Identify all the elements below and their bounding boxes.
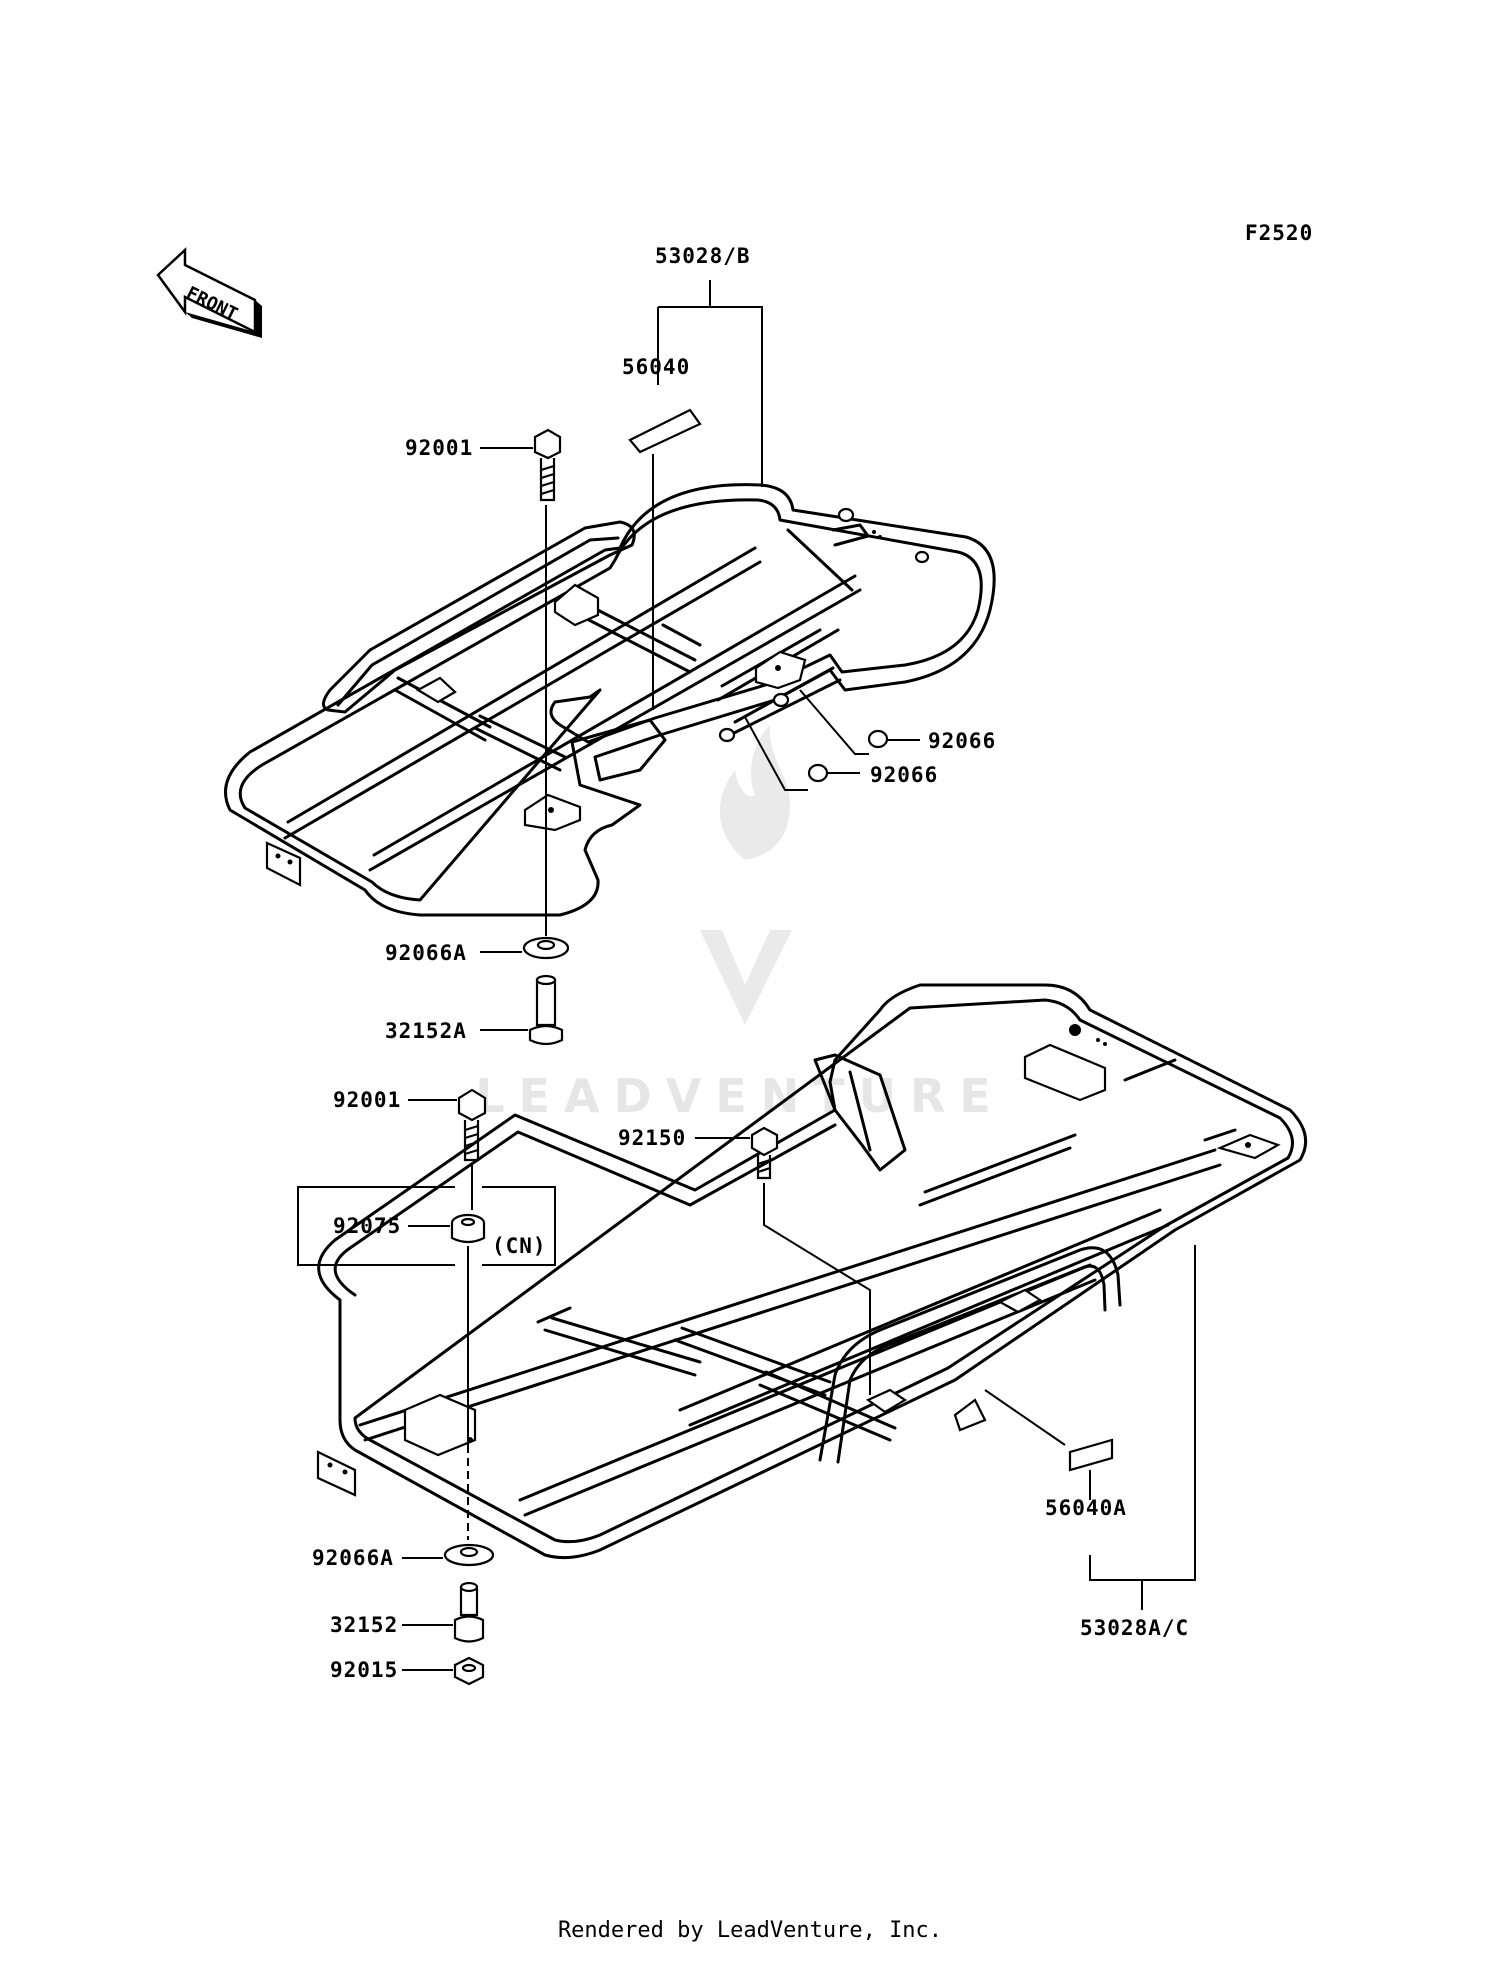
watermark-brand: LEADVENTURE — [475, 1069, 1005, 1123]
label-front-carrier-assy: 53028A/C — [1080, 1616, 1189, 1640]
bolt-front-drawing — [750, 1126, 779, 1180]
label-rear-carrier-assy: 53028/B — [655, 244, 751, 268]
bushing-right-upper-drawing — [867, 729, 889, 749]
footer-credit: Rendered by LeadVenture, Inc. — [557, 1918, 943, 1943]
front-label-drawing — [1068, 1438, 1114, 1472]
nut-lower-drawing — [453, 1656, 485, 1686]
label-cn-note: (CN) — [492, 1234, 547, 1258]
label-collar-a-upper: 32152A — [385, 1019, 467, 1043]
label-rear-label: 56040 — [622, 355, 690, 379]
leadventure-flame-logo-icon — [700, 725, 792, 1025]
label-bushing-cn: 92075 — [333, 1214, 401, 1238]
bushing-cn-drawing — [450, 1213, 486, 1244]
front-carrier-drawing — [316, 983, 1308, 1560]
cn-bracket-left — [297, 1186, 455, 1266]
bushing-a-lower-hole — [459, 1546, 479, 1558]
rear-carrier-drawing — [224, 483, 996, 917]
label-bolt-top: 92001 — [405, 436, 473, 460]
label-bushing-right-lower: 92066 — [870, 763, 938, 787]
front-direction-arrow-icon: FRONT — [156, 247, 262, 338]
label-bushing-a-upper: 92066A — [385, 941, 467, 965]
label-bolt-front: 92150 — [618, 1126, 686, 1150]
bushing-a-upper-hole — [536, 939, 556, 951]
cn-bracket-right — [482, 1186, 556, 1266]
label-collar-lower: 32152 — [330, 1613, 398, 1637]
bushing-right-lower-drawing — [807, 763, 829, 783]
label-front-label: 56040A — [1045, 1496, 1127, 1520]
label-bushing-right-upper: 92066 — [928, 729, 996, 753]
collar-a-upper-drawing — [528, 974, 564, 1046]
bolt-top-drawing — [533, 428, 562, 502]
label-nut-lower: 92015 — [330, 1658, 398, 1682]
leader-lines — [402, 280, 1196, 1671]
label-bushing-a-lower: 92066A — [312, 1546, 394, 1570]
label-bolt-middle: 92001 — [333, 1088, 401, 1112]
bolt-middle-drawing — [457, 1088, 487, 1162]
rear-label-drawing — [628, 408, 702, 454]
collar-lower-drawing — [453, 1581, 485, 1643]
figure-code: F2520 — [1245, 221, 1313, 245]
